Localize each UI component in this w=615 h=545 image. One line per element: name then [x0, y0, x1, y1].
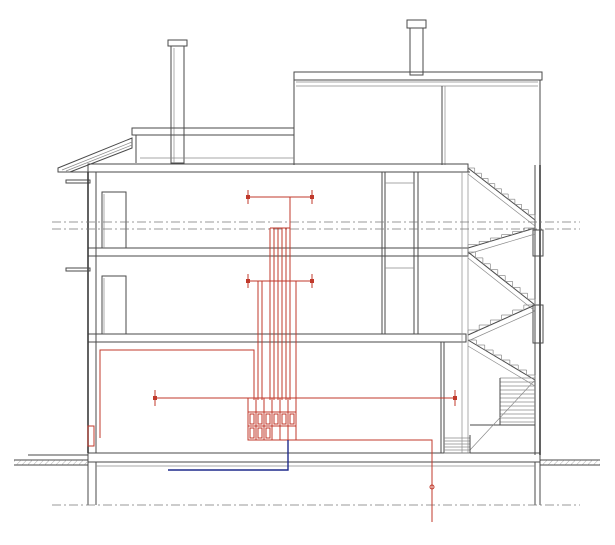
upper-volume: [293, 71, 543, 165]
staircase: [444, 167, 536, 454]
ground-right: [540, 459, 600, 466]
electrical-risers: [87, 190, 457, 522]
ground-left: [14, 454, 88, 466]
mid-roof-terrace: [131, 127, 295, 163]
right-chimney: [406, 19, 427, 76]
slab-roof: [87, 163, 469, 173]
right-wall: [532, 165, 544, 455]
door-floor-2: [101, 191, 127, 249]
reference-lines: [52, 221, 580, 506]
slab-ground: [87, 452, 541, 463]
door-floor-1: [101, 275, 127, 335]
foundation-right: [534, 462, 541, 505]
interior-column: [381, 172, 445, 453]
main-feeder-cable: [168, 440, 289, 471]
left-wall: [65, 172, 97, 453]
pitched-roof: [57, 137, 470, 184]
left-chimney: [167, 39, 188, 164]
slab-floor-1: [87, 333, 467, 343]
foundation-left: [87, 462, 97, 505]
